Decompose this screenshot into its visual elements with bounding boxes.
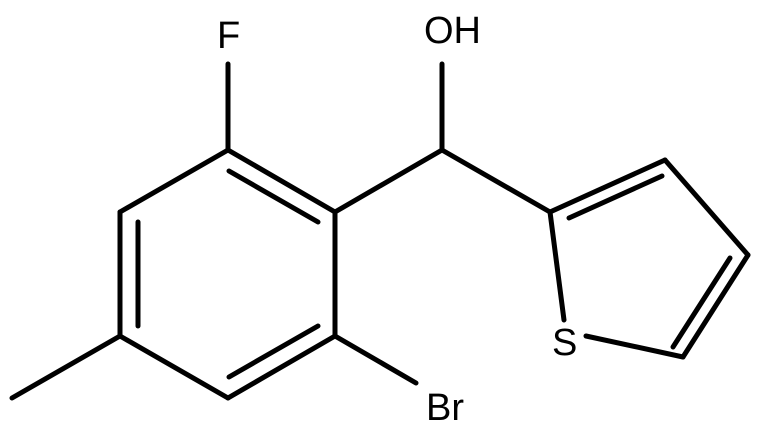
bond-t5-s	[583, 333, 686, 360]
bond-c5-methyl	[9, 333, 123, 401]
atom-label-f: F	[217, 15, 240, 57]
bond-t3-t4	[662, 157, 751, 258]
bond-s-t2	[547, 209, 567, 323]
bond-c6-c1	[117, 147, 231, 215]
bond-t2-t3	[547, 157, 668, 215]
bond-c2-ch	[332, 147, 445, 215]
atom-label-br: Br	[426, 387, 464, 427]
bond-c1-c2	[225, 147, 338, 215]
bond-c3-c4-inner	[226, 323, 321, 380]
bond-c4-c5	[117, 333, 231, 401]
atom-label-s: S	[552, 322, 577, 364]
bond-t2-t3-inner	[566, 173, 665, 221]
bond-c1-c2-inner	[226, 168, 321, 225]
bond-ch-thiophene	[439, 147, 553, 215]
atom-label-oh: OH	[424, 10, 481, 52]
bond-c3-br	[332, 333, 419, 386]
bond-t4-t5	[680, 252, 751, 360]
bond-c3-c4	[225, 333, 338, 401]
bond-t4-t5-inner	[670, 255, 733, 350]
